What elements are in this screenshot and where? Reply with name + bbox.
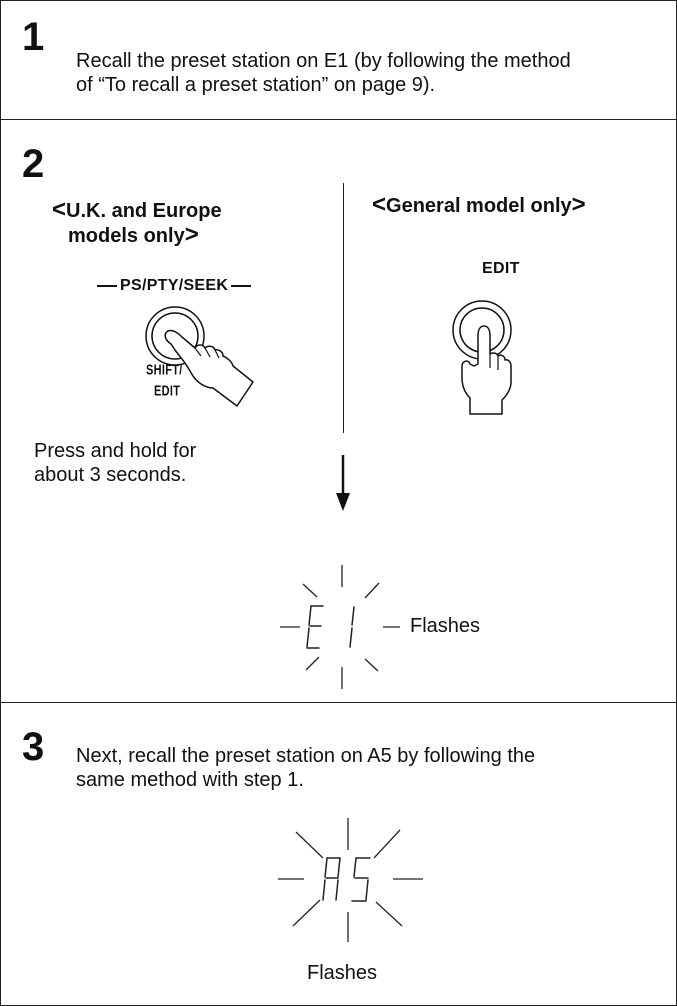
column-separator (343, 183, 344, 433)
step-3-flashes-label: Flashes (307, 962, 378, 984)
step-3-text-line-2: same method with step 1. (76, 769, 304, 791)
uk-models-heading-line-2: models only> (68, 223, 199, 248)
edit-sub-label: EDIT (154, 384, 181, 400)
flash-rays (278, 818, 423, 942)
e1-segment-characters (306, 605, 355, 649)
e1-flashing-display (280, 565, 400, 689)
ps-pty-seek-label: PS/PTY/SEEK (97, 277, 252, 295)
press-hold-line-2: about 3 seconds. (34, 464, 187, 486)
uk-models-heading: <U.K. and Europe (52, 198, 222, 223)
general-title: General model only (386, 195, 572, 217)
uk-button-press-illustration (145, 306, 254, 407)
general-open-bracket: < (372, 191, 387, 218)
uk-close-bracket: > (184, 221, 199, 248)
ps-dash-left (97, 285, 117, 287)
uk-open-bracket: < (52, 196, 67, 223)
section-divider-2 (0, 702, 677, 703)
step-3-text-line-1: Next, recall the preset station on A5 by… (76, 745, 536, 767)
general-button-press-illustration (452, 300, 512, 415)
ps-button-inner (151, 312, 199, 360)
uk-title-line-1: U.K. and Europe (66, 200, 222, 222)
uk-title-line-2: models only (68, 225, 185, 247)
step-1-text-line-2: of “To recall a preset station” on page … (76, 74, 436, 96)
down-arrow-icon (336, 455, 350, 511)
step-1-text-line-1: Recall the preset station on E1 (by foll… (76, 50, 571, 72)
step-2-number: 2 (22, 142, 45, 186)
step-3-number: 3 (22, 725, 45, 769)
ps-dash-right (231, 285, 252, 287)
a5-flashing-display (278, 818, 423, 942)
press-hold-line-1: Press and hold for (34, 440, 197, 462)
edit-button-label: EDIT (482, 260, 520, 277)
pressing-hand-icon (164, 329, 254, 407)
shift-label: SHIFT/ (146, 363, 183, 379)
section-divider-1 (0, 119, 677, 120)
general-model-heading: <General model only> (372, 193, 586, 218)
ps-pty-seek-text: PS/PTY/SEEK (120, 277, 229, 294)
a5-segment-characters (322, 857, 371, 902)
flash-rays (280, 565, 400, 689)
pointing-hand-icon (461, 325, 512, 415)
step-1-number: 1 (22, 15, 45, 59)
step-2-flashes-label: Flashes (410, 615, 481, 637)
hand-knuckle-lines (194, 347, 220, 359)
general-close-bracket: > (571, 191, 586, 218)
hand-finger-lines (489, 354, 499, 370)
ps-button-outer-ring (145, 306, 205, 366)
